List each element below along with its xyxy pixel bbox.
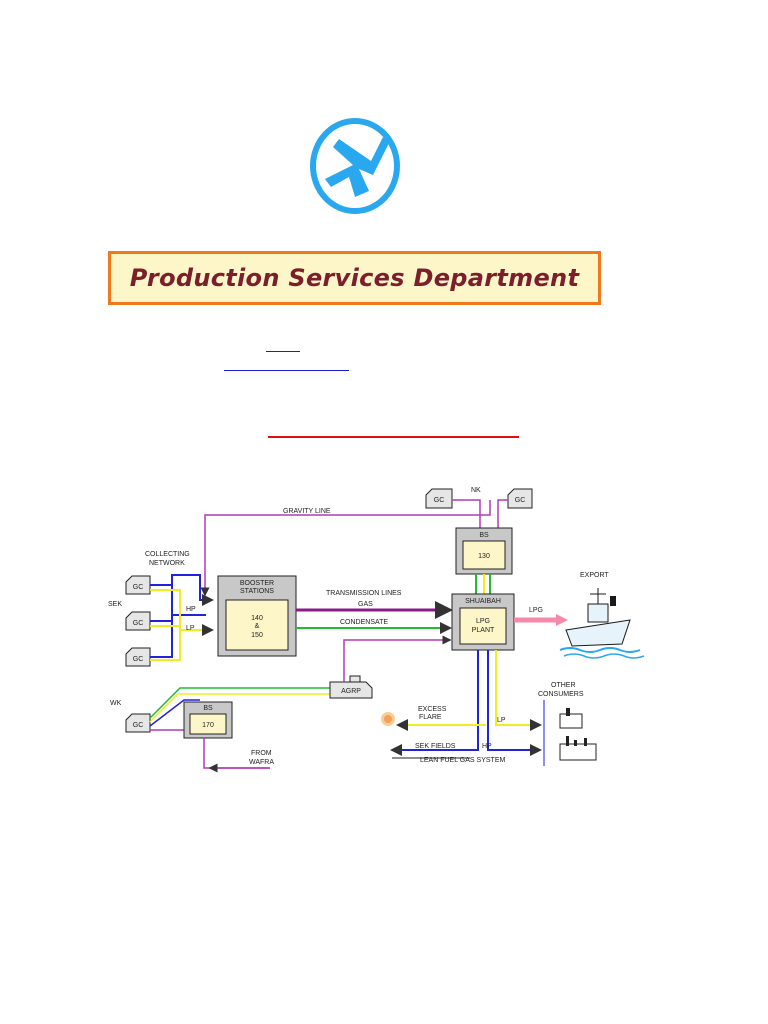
svg-text:GC: GC (133, 620, 144, 627)
svg-text:170: 170 (202, 722, 214, 729)
wk-label: WK (110, 700, 122, 707)
flare-icon (381, 712, 395, 726)
svg-text:GC: GC (434, 497, 445, 504)
svg-text:GC: GC (515, 497, 526, 504)
lpg-plant-box: SHUAIBAH LPG PLANT (451, 593, 515, 651)
svg-text:BS: BS (479, 532, 489, 539)
svg-text:BS: BS (203, 705, 213, 712)
factory-icon (559, 708, 597, 761)
company-logo-icon (310, 118, 400, 214)
gravity-line-label: GRAVITY LINE (283, 508, 331, 515)
svg-text:GC: GC (133, 584, 144, 591)
svg-text:AGRP: AGRP (341, 688, 361, 695)
svg-text:GC: GC (133, 722, 144, 729)
wafra-label: WAFRA (249, 759, 274, 766)
svg-text:BOOSTER: BOOSTER (240, 580, 274, 587)
condensate-label: CONDENSATE (340, 619, 388, 626)
gc-box-wk: GC (125, 713, 151, 733)
link-1[interactable] (266, 351, 300, 352)
ship-icon (559, 588, 645, 659)
lp-right-label: LP (497, 717, 506, 724)
collecting-label-1: COLLECTING (145, 551, 190, 558)
svg-text:STATIONS: STATIONS (240, 588, 274, 595)
svg-text:LPG: LPG (476, 618, 490, 625)
gc-box-sek-3: GC (125, 647, 151, 667)
sek-fields-label: SEK FIELDS (415, 743, 456, 750)
gc-box-nk-1: GC (425, 488, 453, 509)
gc-box-sek-2: GC (125, 611, 151, 631)
process-flow-diagram: GRAVITY LINE COLLECTING NETWORK SEK GC G… (108, 487, 645, 773)
excess-label: EXCESS (418, 706, 447, 713)
gc-box-sek-1: GC (125, 575, 151, 595)
svg-text:&: & (255, 623, 260, 630)
agrp-box: AGRP (329, 675, 373, 699)
flare-label: FLARE (419, 714, 442, 721)
bs-170-box: BS 170 (183, 701, 233, 739)
svg-text:140: 140 (251, 615, 263, 622)
export-label: EXPORT (580, 572, 609, 579)
consumers-label: CONSUMERS (538, 691, 584, 698)
hp-right-label: HP (482, 743, 492, 750)
hp-lines-sek (150, 584, 206, 658)
svg-text:GC: GC (133, 656, 144, 663)
gravity-line (200, 500, 491, 597)
svg-text:130: 130 (478, 553, 490, 560)
sek-label: SEK (108, 601, 122, 608)
hp-left-label: HP (186, 606, 196, 613)
link-2[interactable] (224, 370, 349, 371)
link-3[interactable] (268, 436, 519, 438)
lp-left-label: LP (186, 625, 195, 632)
transmission-lines-label: TRANSMISSION LINES (326, 590, 402, 597)
lean-fuel-gas-label: LEAN FUEL GAS SYSTEM (420, 757, 505, 764)
bs-130-box: BS 130 (455, 527, 513, 575)
svg-text:SHUAIBAH: SHUAIBAH (465, 598, 501, 605)
lpg-label: LPG (529, 607, 543, 614)
department-banner: Production Services Department (108, 251, 601, 305)
other-label: OTHER (551, 682, 576, 689)
booster-stations-box: BOOSTER STATIONS 140 & 150 (217, 575, 297, 657)
svg-text:PLANT: PLANT (472, 627, 495, 634)
nk-label: NK (471, 487, 481, 494)
lp-lines-sek (150, 589, 212, 661)
from-label: FROM (251, 750, 272, 757)
gas-label: GAS (358, 601, 373, 608)
gc-box-nk-2: GC (507, 488, 533, 509)
banner-title: Production Services Department (129, 264, 580, 292)
svg-text:150: 150 (251, 632, 263, 639)
collecting-label-2: NETWORK (149, 560, 185, 567)
